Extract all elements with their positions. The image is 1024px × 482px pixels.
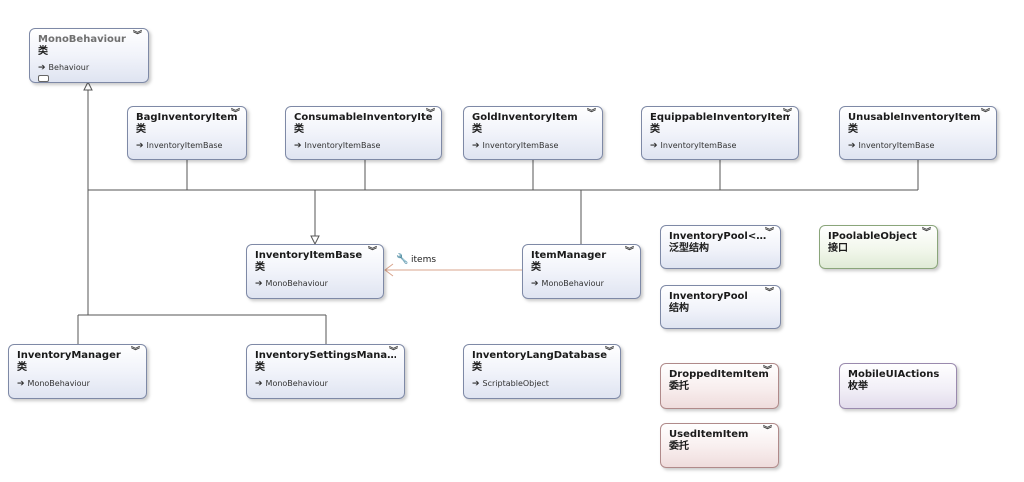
association-line xyxy=(384,263,522,277)
inheritance-lines-itembase xyxy=(186,160,919,190)
chevron-double-down-icon[interactable]: ︾ xyxy=(980,109,990,119)
class-name: EquippableInventoryItem xyxy=(650,112,790,123)
class-kind: 类 xyxy=(17,362,27,373)
arrow-right-icon: ➔ xyxy=(136,141,144,151)
class-kind: 类 xyxy=(38,46,48,57)
wrench-icon: 🔧 xyxy=(396,254,409,265)
arrow-right-icon: ➔ xyxy=(531,279,539,289)
class-box-consumableinventoryitem[interactable]: ConsumableInventoryIte… 类 ➔InventoryItem… xyxy=(285,106,442,160)
inheritance-arrowhead-itembase xyxy=(310,235,320,246)
base-class: ➔ScriptableObject xyxy=(472,379,549,389)
arrow-right-icon: ➔ xyxy=(294,141,302,151)
base-class: ➔MonoBehaviour xyxy=(255,279,328,289)
chevron-double-down-icon[interactable]: ︾ xyxy=(586,109,596,119)
chevron-double-down-icon[interactable]: ︾ xyxy=(762,366,772,376)
base-class: ➔InventoryItemBase xyxy=(472,141,559,151)
delegate-box-droppeditemitem[interactable]: DroppedItemItem 委托 ︾ xyxy=(660,363,779,409)
class-name: GoldInventoryItem xyxy=(472,112,578,123)
struct-kind: 结构 xyxy=(669,303,689,314)
class-box-inventorylangdatabase[interactable]: InventoryLangDatabase 类 ➔ScriptableObjec… xyxy=(463,344,621,399)
class-name: BagInventoryItem xyxy=(136,112,238,123)
arrow-right-icon: ➔ xyxy=(650,141,658,151)
arrow-right-icon: ➔ xyxy=(38,63,46,73)
arrow-right-icon: ➔ xyxy=(255,279,263,289)
class-box-inventorysettingsmanager[interactable]: InventorySettingsMana… 类 ➔MonoBehaviour … xyxy=(246,344,405,399)
class-name: UnusableInventoryItem xyxy=(848,112,981,123)
chevron-double-down-icon[interactable]: ︾ xyxy=(624,247,634,257)
arrow-right-icon: ➔ xyxy=(255,379,263,389)
class-kind: 类 xyxy=(848,124,858,135)
chevron-double-down-icon[interactable]: ︾ xyxy=(367,247,377,257)
class-box-monobehaviour[interactable]: MonoBehaviour 类 ➔Behaviour ︾ xyxy=(29,28,149,83)
arrow-right-icon: ➔ xyxy=(17,379,25,389)
struct-box-inventorypool-generic[interactable]: InventoryPool<… 泛型结构 ︾ xyxy=(660,225,781,269)
chevron-double-down-icon[interactable]: ︾ xyxy=(764,288,774,298)
inheritance-lines-mono xyxy=(77,90,918,345)
class-kind: 类 xyxy=(294,124,304,135)
base-class: ➔InventoryItemBase xyxy=(650,141,737,151)
class-kind: 类 xyxy=(650,124,660,135)
class-box-baginventoryitem[interactable]: BagInventoryItem 类 ➔InventoryItemBase ︾ xyxy=(127,106,247,160)
delegate-kind: 委托 xyxy=(669,441,689,452)
chevron-double-down-icon[interactable]: ︾ xyxy=(425,109,435,119)
chevron-double-down-icon[interactable]: ︾ xyxy=(782,109,792,119)
delegate-kind: 委托 xyxy=(669,381,689,392)
chevron-double-down-icon[interactable]: ︾ xyxy=(762,426,772,436)
class-name: MonoBehaviour xyxy=(38,34,126,45)
class-box-equippableinventoryitem[interactable]: EquippableInventoryItem 类 ➔InventoryItem… xyxy=(641,106,799,160)
class-box-inventorymanager[interactable]: InventoryManager 类 ➔MonoBehaviour ︾ xyxy=(8,344,147,399)
class-kind: 类 xyxy=(255,262,265,273)
struct-box-inventorypool[interactable]: InventoryPool 结构 ︾ xyxy=(660,285,781,329)
class-box-unusableinventoryitem[interactable]: UnusableInventoryItem 类 ➔InventoryItemBa… xyxy=(839,106,997,160)
struct-kind: 泛型结构 xyxy=(669,243,709,254)
class-name: InventoryManager xyxy=(17,350,121,361)
interface-kind: 接口 xyxy=(828,243,848,254)
chevron-double-down-icon[interactable]: ︾ xyxy=(921,228,931,238)
enum-kind: 枚举 xyxy=(848,381,868,392)
interface-box-ipoolableobject[interactable]: IPoolableObject 接口 ︾ xyxy=(819,225,938,269)
base-class: ➔MonoBehaviour xyxy=(255,379,328,389)
class-kind: 类 xyxy=(531,262,541,273)
class-box-itemmanager[interactable]: ItemManager 类 ➔MonoBehaviour ︾ xyxy=(522,244,641,299)
chevron-double-down-icon[interactable]: ︾ xyxy=(764,228,774,238)
base-class: ➔InventoryItemBase xyxy=(136,141,223,151)
class-name: InventoryItemBase xyxy=(255,250,363,261)
class-name: InventorySettingsMana… xyxy=(255,350,396,361)
struct-name: InventoryPool xyxy=(669,291,748,302)
delegate-name: DroppedItemItem xyxy=(669,369,769,380)
base-class: ➔MonoBehaviour xyxy=(531,279,604,289)
chevron-double-down-icon[interactable]: ︾ xyxy=(604,347,614,357)
base-class: ➔MonoBehaviour xyxy=(17,379,90,389)
class-kind: 类 xyxy=(472,362,482,373)
class-box-goldinventoryitem[interactable]: GoldInventoryItem 类 ➔InventoryItemBase ︾ xyxy=(463,106,603,160)
chevron-double-down-icon[interactable]: ︾ xyxy=(230,109,240,119)
delegate-box-useditemitem[interactable]: UsedItemItem 委托 ︾ xyxy=(660,423,779,468)
arrow-right-icon: ➔ xyxy=(472,379,480,389)
base-class: ➔Behaviour xyxy=(38,63,90,73)
interface-name: IPoolableObject xyxy=(828,231,917,242)
arrow-right-icon: ➔ xyxy=(848,141,856,151)
class-kind: 类 xyxy=(255,362,265,373)
chevron-double-down-icon[interactable]: ︾ xyxy=(130,347,140,357)
class-kind: 类 xyxy=(136,124,146,135)
enum-name: MobileUIActions xyxy=(848,369,940,380)
association-label-items: items xyxy=(411,255,437,265)
struct-name: InventoryPool<… xyxy=(669,231,767,242)
inheritance-arrowhead-mono xyxy=(83,80,93,91)
chevron-double-down-icon[interactable]: ︾ xyxy=(132,31,142,41)
class-name: ConsumableInventoryIte… xyxy=(294,112,433,123)
base-class: ➔InventoryItemBase xyxy=(294,141,381,151)
arrow-right-icon: ➔ xyxy=(472,141,480,151)
chevron-double-down-icon[interactable]: ︾ xyxy=(388,347,398,357)
delegate-name: UsedItemItem xyxy=(669,429,749,440)
shortcut-icon xyxy=(38,75,49,82)
class-box-inventoryitembase[interactable]: InventoryItemBase 类 ➔MonoBehaviour ︾ xyxy=(246,244,384,299)
class-kind: 类 xyxy=(472,124,482,135)
class-name: InventoryLangDatabase xyxy=(472,350,607,361)
class-name: ItemManager xyxy=(531,250,607,261)
base-class: ➔InventoryItemBase xyxy=(848,141,935,151)
enum-box-mobileuiactions[interactable]: MobileUIActions 枚举 xyxy=(839,363,957,409)
